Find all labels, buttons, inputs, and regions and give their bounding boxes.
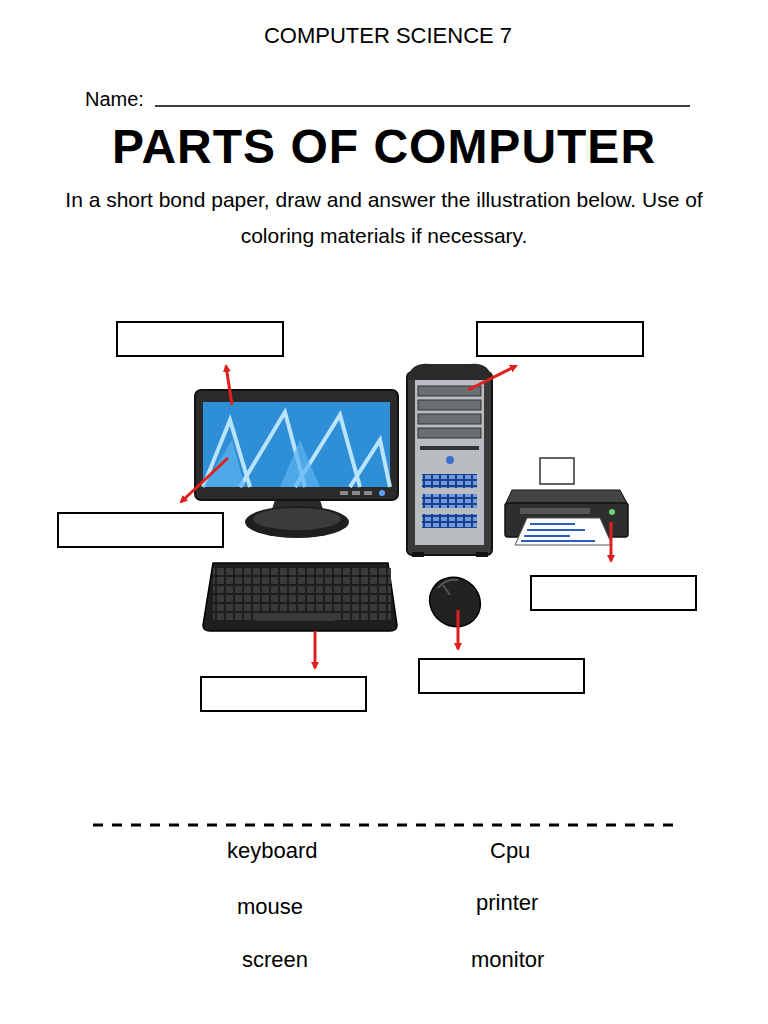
monitor-illustration (195, 390, 398, 538)
word-bank-item: monitor (471, 947, 544, 973)
subject-header: COMPUTER SCIENCE 7 (4, 23, 768, 49)
word-bank-item: screen (242, 947, 308, 973)
pointer-arrow (314, 631, 317, 668)
pointer-arrow (457, 610, 460, 649)
pointer-arrow (181, 458, 228, 502)
pointer-arrow (610, 522, 613, 561)
name-field: Name: (85, 87, 144, 111)
name-line (155, 105, 690, 107)
answer-boxes (58, 322, 696, 711)
word-bank-item: keyboard (227, 838, 318, 864)
pointer-arrow (468, 366, 516, 390)
pointer-arrow (226, 366, 232, 405)
pointer-arrows (181, 366, 611, 668)
word-bank-item: printer (476, 890, 538, 916)
answer-box (58, 513, 223, 547)
worksheet-title: PARTS OF COMPUTER (0, 118, 768, 176)
answer-box (477, 322, 643, 356)
keyboard-illustration (203, 563, 397, 631)
cpu-tower-illustration (407, 364, 492, 557)
dashed-separator (93, 824, 676, 827)
answer-box (531, 576, 696, 610)
mouse-illustration (420, 567, 490, 636)
answer-box (117, 322, 283, 356)
answer-box (419, 659, 584, 693)
answer-box (201, 677, 366, 711)
instructions: In a short bond paper, draw and answer t… (64, 182, 704, 254)
word-bank-item: Cpu (490, 838, 530, 864)
word-bank-item: mouse (237, 894, 303, 920)
